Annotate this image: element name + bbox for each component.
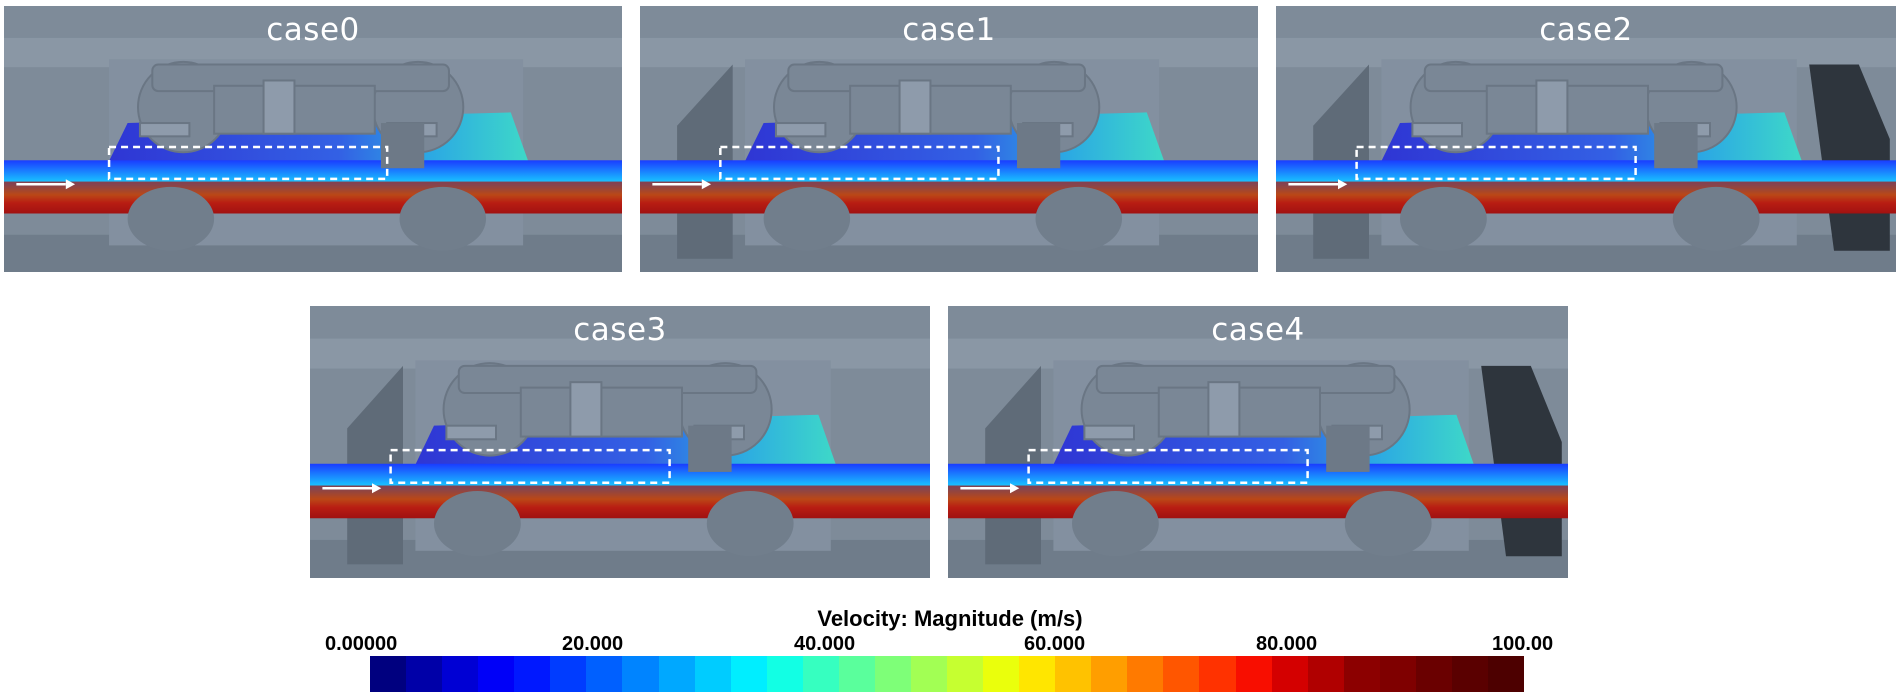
case-title: case4 — [1211, 312, 1305, 348]
colorbar-swatch — [514, 656, 551, 692]
bogie-scene — [1276, 6, 1896, 272]
colorbar-swatch — [947, 656, 984, 692]
colorbar-tick: 0.00000 — [325, 633, 398, 655]
colorbar-swatch — [802, 656, 839, 692]
colorbar-swatch — [478, 656, 515, 692]
case-title: case2 — [1539, 12, 1633, 48]
case-title: case3 — [573, 312, 667, 348]
colorbar-swatch — [1271, 656, 1308, 692]
case0-panel: case0 — [4, 6, 622, 272]
colorbar-swatch — [1163, 656, 1200, 692]
colorbar-swatch — [910, 656, 947, 692]
colorbar-swatch — [442, 656, 479, 692]
colorbar-swatch — [1487, 656, 1524, 692]
bogie-scene — [4, 6, 622, 272]
colorbar-swatch — [1235, 656, 1272, 692]
colorbar-swatch — [1379, 656, 1416, 692]
colorbar-swatch — [370, 656, 407, 692]
colorbar-swatch — [874, 656, 911, 692]
colorbar-tick: 100.00 — [1492, 633, 1554, 655]
colorbar-tick: 40.000 — [794, 633, 856, 655]
case3-panel: case3 — [310, 306, 930, 578]
colorbar-swatch — [1415, 656, 1452, 692]
bogie-scene — [640, 6, 1258, 272]
colorbar-swatch — [1019, 656, 1056, 692]
colorbar-swatch — [1199, 656, 1236, 692]
bogie-scene — [310, 306, 930, 578]
colorbar-swatch — [406, 656, 443, 692]
colorbar-swatch — [550, 656, 587, 692]
colorbar-swatch — [622, 656, 659, 692]
colorbar-swatch — [658, 656, 695, 692]
colorbar-title: Velocity: Magnitude (m/s) — [817, 606, 1083, 631]
colorbar-tick: 60.000 — [1024, 633, 1086, 655]
colorbar-swatch — [838, 656, 875, 692]
colorbar-swatch — [1055, 656, 1092, 692]
colorbar-swatch — [766, 656, 803, 692]
colorbar — [370, 656, 1524, 692]
colorbar-swatch — [730, 656, 767, 692]
colorbar-swatch — [694, 656, 731, 692]
case-title: case0 — [266, 12, 360, 48]
colorbar-swatch — [1091, 656, 1128, 692]
colorbar-tick: 20.000 — [562, 633, 624, 655]
case-title: case1 — [902, 12, 996, 48]
colorbar-swatch — [1343, 656, 1380, 692]
colorbar-swatch — [586, 656, 623, 692]
colorbar-tick: 80.000 — [1256, 633, 1318, 655]
case2-panel: case2 — [1276, 6, 1896, 272]
colorbar-swatch — [1127, 656, 1164, 692]
case1-panel: case1 — [640, 6, 1258, 272]
colorbar-swatch — [983, 656, 1020, 692]
colorbar-swatch — [1451, 656, 1488, 692]
colorbar-swatch — [1307, 656, 1344, 692]
bogie-scene — [948, 306, 1568, 578]
case4-panel: case4 — [948, 306, 1568, 578]
